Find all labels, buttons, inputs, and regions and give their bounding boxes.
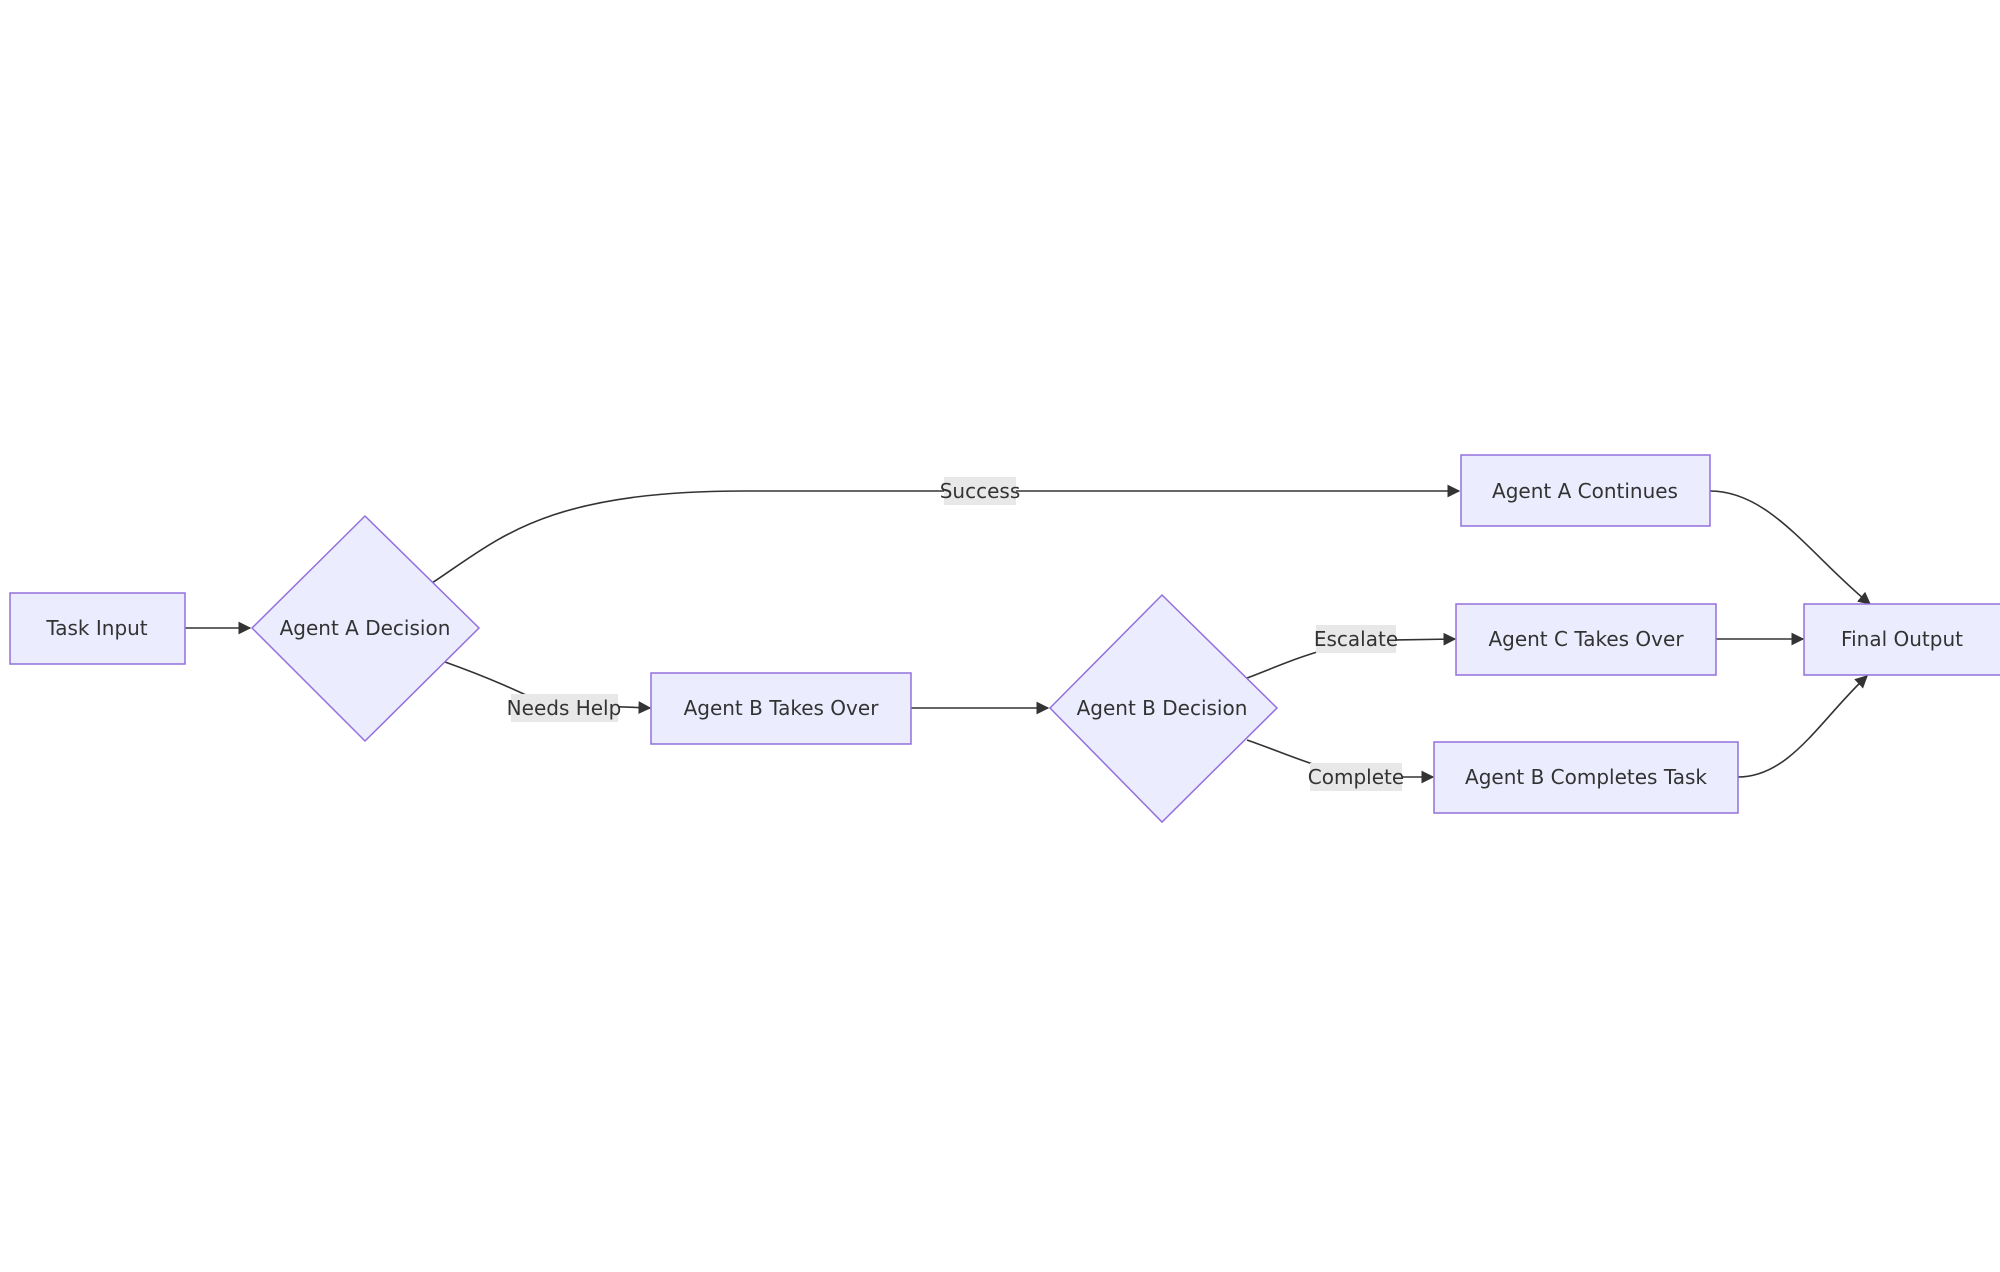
edge-label-success: Success <box>940 477 1021 505</box>
node-agent-a-continues: Agent A Continues <box>1460 454 1711 527</box>
edge-label-complete: Complete <box>1308 763 1404 791</box>
edge-agent-b-completes-task-to-final-output <box>1737 675 1868 778</box>
node-agent-b-decision-label: Agent B Decision <box>1077 696 1248 720</box>
edge-label-needs-help-text: Needs Help <box>507 696 622 720</box>
node-agent-a-decision: Agent A Decision <box>250 514 481 743</box>
node-agent-b-takes-over-label: Agent B Takes Over <box>684 696 880 720</box>
node-agent-b-completes-task: Agent B Completes Task <box>1433 741 1739 814</box>
node-agent-b-takes-over: Agent B Takes Over <box>650 672 912 745</box>
node-final-output: Final Output <box>1803 603 2000 676</box>
edge-success <box>431 484 1461 584</box>
edge-label-success-text: Success <box>940 479 1021 503</box>
edge-label-escalate: Escalate <box>1314 625 1398 653</box>
node-agent-b-decision: Agent B Decision <box>1048 593 1279 824</box>
node-agent-a-decision-label: Agent A Decision <box>280 616 451 640</box>
node-task-input-label: Task Input <box>45 616 147 640</box>
edge-agent-a-continues-to-final-output <box>1709 490 1871 605</box>
node-final-output-label: Final Output <box>1841 627 1963 651</box>
node-agent-a-continues-label: Agent A Continues <box>1492 479 1678 503</box>
edge-label-escalate-text: Escalate <box>1314 627 1398 651</box>
node-agent-b-completes-task-label: Agent B Completes Task <box>1465 765 1707 789</box>
node-task-input: Task Input <box>9 592 186 665</box>
node-agent-c-takes-over: Agent C Takes Over <box>1455 603 1717 676</box>
edge-label-needs-help: Needs Help <box>507 694 622 722</box>
edge-label-complete-text: Complete <box>1308 765 1404 789</box>
node-agent-c-takes-over-label: Agent C Takes Over <box>1488 627 1684 651</box>
